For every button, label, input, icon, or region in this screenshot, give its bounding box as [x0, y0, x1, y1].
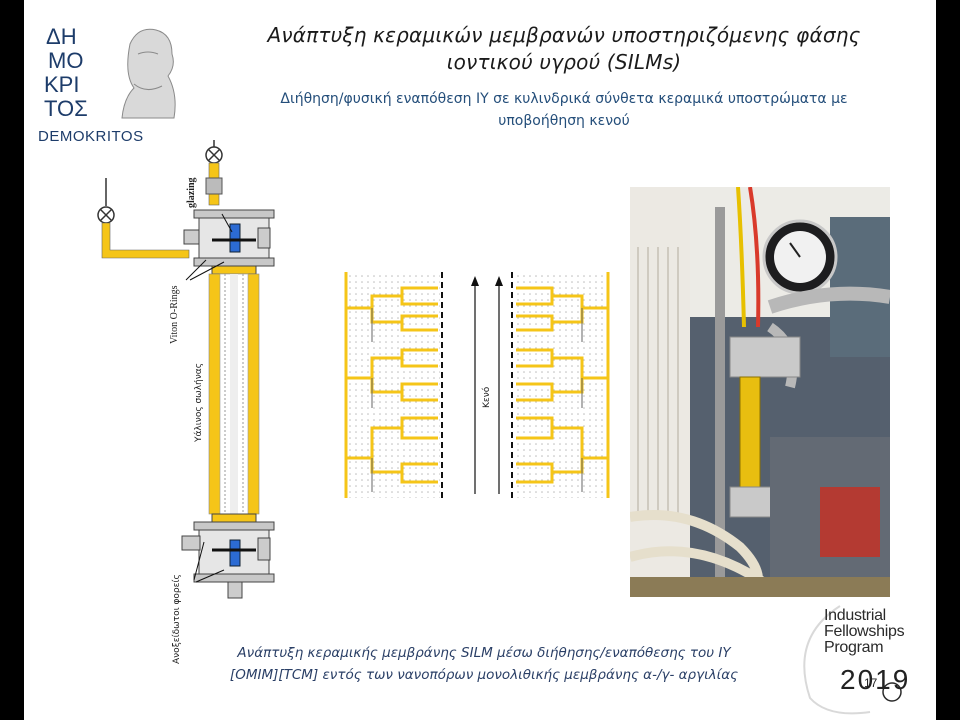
logo-monogram-2: ΜΟ [48, 48, 83, 73]
apparatus-diagram [97, 140, 275, 599]
subtitle-line-2: υποβοήθηση κενού [498, 113, 630, 129]
badge-line-2: Fellowships [824, 623, 905, 640]
badge-line-3: Program [824, 639, 884, 656]
title-line-2: ιοντικού υγρού (SILMs) [446, 50, 682, 74]
page-title: Ανάπτυξη κεραμικών μεμβρανών υποστηριζόμ… [194, 22, 934, 76]
label-glass-tube: Υάλινος σωλήνας [194, 363, 204, 442]
label-viton-orings: Viton O-Rings [169, 285, 180, 344]
logo-text: DEMOKRITOS [38, 128, 144, 145]
industrial-fellowships-badge: Industrial Fellowships Program [824, 608, 936, 656]
caption-line-1: Ανάπτυξη κεραμικής μεμβράνης SILM μέσω δ… [237, 645, 731, 661]
valve-icon-left [97, 178, 115, 224]
bust-icon [121, 28, 176, 119]
badge-year: 2019 [840, 664, 911, 695]
valve-icon-top [205, 140, 223, 164]
logo-emblem: ΔΗ ΜΟ ΚΡΙ ΤΟΣ [42, 18, 176, 121]
badge-arc [803, 605, 902, 715]
page-number: 17 [864, 676, 878, 690]
apparatus-photo [630, 187, 890, 597]
arrow-up-icon-right [495, 276, 503, 494]
logo-monogram-3: ΚΡΙ [44, 72, 79, 97]
membrane-schematic [344, 272, 610, 498]
demokritos-logo: ΔΗ ΜΟ ΚΡΙ ΤΟΣ [38, 14, 188, 154]
badge-ring-icon [882, 682, 902, 702]
photo-drawing [630, 187, 890, 597]
figure-caption: Ανάπτυξη κεραμικής μεμβράνης SILM μέσω δ… [174, 642, 794, 686]
logo-monogram-1: ΔΗ [46, 24, 77, 49]
label-vacuum: Κενό [482, 386, 492, 408]
badge-line-1: Industrial [824, 607, 886, 624]
subtitle-line-1: Διήθηση/φυσική εναπόθεση ΙΥ σε κυλινδρικ… [280, 91, 848, 107]
label-glazing: glazing [186, 177, 197, 208]
arrow-up-icon-left [471, 276, 479, 494]
logo-monogram-4: ΤΟΣ [44, 96, 88, 121]
subtitle: Διήθηση/φυσική εναπόθεση ΙΥ σε κυλινδρικ… [194, 88, 934, 132]
slide: ΔΗ ΜΟ ΚΡΙ ΤΟΣ DEMOKRITOS Ανάπτυξη κεραμι… [24, 0, 936, 720]
caption-line-2: [OMIM][TCM] εντός των νανοπόρων μονολιθι… [229, 667, 739, 683]
title-line-1: Ανάπτυξη κεραμικών μεμβρανών υποστηριζόμ… [267, 23, 861, 47]
